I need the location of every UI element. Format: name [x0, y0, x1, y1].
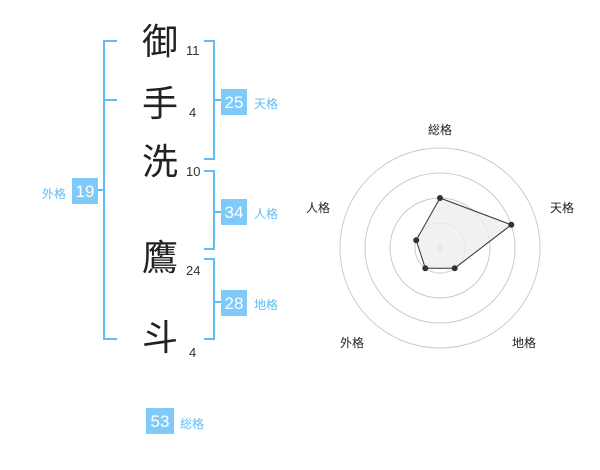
chikaku-value: 28 [225, 294, 244, 313]
name-char-3: 洗 [142, 142, 178, 183]
radar-point-4 [422, 265, 429, 272]
jinkaku-bracket [204, 170, 215, 250]
gaikaku-bracket [103, 40, 117, 340]
stroke-count-1: 11 [186, 43, 200, 58]
tenkaku-box [221, 89, 247, 115]
radar-axis-label-soukaku: 総格 [428, 122, 452, 137]
gaikaku-box [72, 178, 98, 204]
bracket-lines [97, 40, 221, 340]
soukaku-label: 総格 [180, 416, 204, 431]
soukaku-value: 53 [151, 412, 170, 431]
chikaku-bracket [204, 258, 215, 340]
chikaku-box [221, 290, 247, 316]
gaikaku-label: 外格 [42, 186, 66, 201]
tenkaku-value: 25 [225, 93, 244, 112]
name-char-5: 斗 [142, 318, 178, 359]
tenkaku-label: 天格 [254, 96, 278, 111]
radar-axis-label-jinkaku: 人格 [306, 200, 330, 215]
radar-axis-label-gaikaku: 外格 [340, 335, 364, 350]
name-characters: 御 11 手 4 洗 10 鷹 24 斗 4 [142, 22, 200, 360]
jinkaku-value: 34 [225, 203, 244, 222]
stroke-count-4: 24 [186, 263, 200, 278]
stroke-count-3: 10 [186, 164, 200, 179]
chikaku-label: 地格 [254, 297, 278, 312]
tenkaku-bracket [204, 40, 215, 160]
radar-point-2 [508, 221, 515, 228]
radar-data-polygon [415, 197, 513, 269]
radar-point-5 [413, 237, 420, 244]
radar-point-1 [437, 195, 443, 201]
radar-point-3 [451, 265, 458, 272]
gaikaku-result: 外格 19 [42, 178, 98, 204]
stroke-count-5: 4 [189, 345, 196, 360]
stroke-count-2: 4 [189, 105, 196, 120]
radar-axis-label-chikaku: 地格 [512, 335, 536, 350]
radar-grid-ring-4 [339, 147, 541, 349]
gaikaku-value: 19 [76, 182, 95, 201]
tenkaku-result: 25 天格 [221, 89, 278, 115]
jinkaku-label: 人格 [254, 206, 278, 221]
radar-grid-ring-3 [364, 172, 516, 324]
soukaku-box [146, 408, 174, 434]
name-char-2: 手 [142, 84, 178, 125]
radar-chart: 総格 天格 地格 外格 人格 [306, 122, 574, 350]
soukaku-result: 53 総格 [146, 408, 204, 434]
chikaku-result: 28 地格 [221, 290, 278, 316]
fortune-boxes: 外格 19 25 天格 34 人格 28 地格 53 総格 [42, 89, 278, 434]
jinkaku-result: 34 人格 [221, 199, 278, 225]
name-char-1: 御 [142, 22, 178, 63]
name-char-4: 鷹 [142, 238, 178, 279]
jinkaku-box [221, 199, 247, 225]
radar-axis-label-tenkaku: 天格 [550, 200, 574, 215]
radar-data-points [413, 195, 515, 272]
